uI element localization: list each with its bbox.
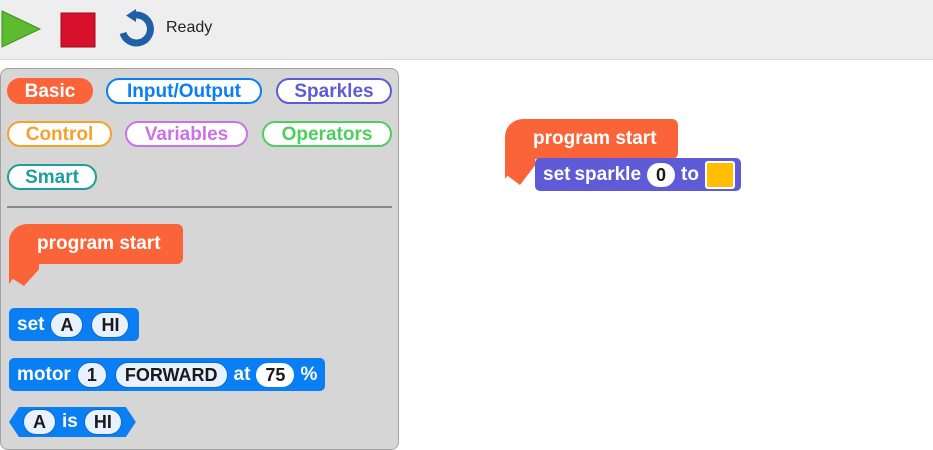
stop-icon[interactable] xyxy=(60,12,96,48)
toolbar: Ready xyxy=(0,0,933,60)
motor-direction-dropdown[interactable]: FORWARD xyxy=(114,361,228,388)
category-operators[interactable]: Operators xyxy=(262,121,392,147)
category-smart[interactable]: Smart xyxy=(7,164,97,190)
sparkle-index-input[interactable]: 0 xyxy=(647,162,676,187)
play-icon[interactable] xyxy=(0,9,42,49)
is-value-dropdown[interactable]: HI xyxy=(84,409,122,435)
palette-motor-block[interactable]: motor 1 FORWARD at 75 % xyxy=(9,358,326,391)
motor-at-label: at xyxy=(233,363,251,385)
workspace-program-start-label: program start xyxy=(533,128,657,149)
category-control[interactable]: Control xyxy=(7,121,112,147)
sparkle-color-picker[interactable] xyxy=(704,160,735,189)
set-pin-dropdown[interactable]: A xyxy=(50,311,84,338)
palette-is-check-block[interactable]: A is HI xyxy=(9,407,136,437)
status-text: Ready xyxy=(166,19,213,36)
set-sparkle-set-label: set xyxy=(543,163,571,185)
category-variables[interactable]: Variables xyxy=(125,121,248,147)
motor-label: motor xyxy=(17,363,71,385)
workspace-program-start-block[interactable]: program start xyxy=(505,119,678,179)
category-input-output[interactable]: Input/Output xyxy=(106,78,262,104)
block-palette: Basic Input/Output Sparkles Control Vari… xyxy=(0,68,399,450)
motor-speed-input[interactable]: 75 xyxy=(256,362,295,387)
is-label: is xyxy=(62,411,78,432)
workspace-set-sparkle-block[interactable]: set sparkle 0 to xyxy=(535,158,741,191)
set-sparkle-sparkle-label: sparkle xyxy=(574,163,642,185)
motor-number-dropdown[interactable]: 1 xyxy=(76,361,107,388)
program-start-label: program start xyxy=(37,233,161,254)
reset-icon[interactable] xyxy=(116,9,156,49)
palette-divider xyxy=(7,206,392,208)
set-value-dropdown[interactable]: HI xyxy=(91,311,130,338)
palette-program-start-block[interactable]: program start xyxy=(9,224,183,284)
motor-unit-label: % xyxy=(300,363,318,385)
workspace-program-start-tail xyxy=(505,157,535,185)
is-pin-dropdown[interactable]: A xyxy=(23,409,56,435)
category-basic[interactable]: Basic xyxy=(7,78,93,104)
palette-set-block[interactable]: set A HI xyxy=(9,308,140,341)
category-sparkles[interactable]: Sparkles xyxy=(276,78,392,104)
set-label: set xyxy=(17,313,45,335)
set-sparkle-to-label: to xyxy=(681,163,699,185)
